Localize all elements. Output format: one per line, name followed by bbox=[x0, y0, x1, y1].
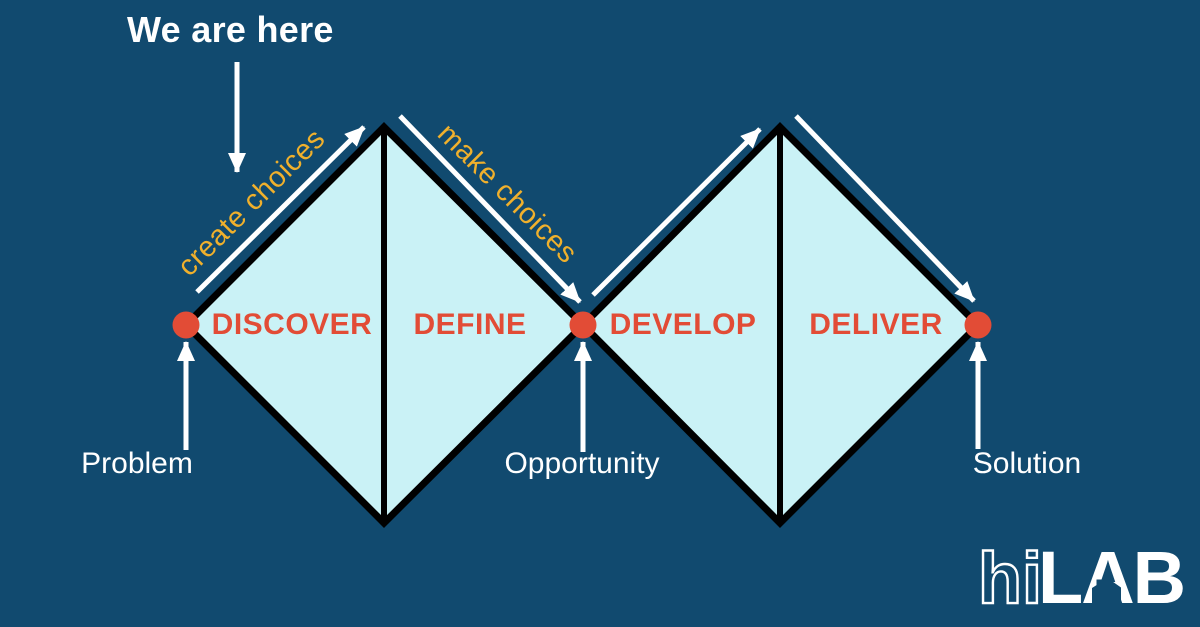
deliver-slope-arrow-icon bbox=[794, 114, 976, 303]
stage-discover-label: DISCOVER bbox=[211, 308, 373, 341]
opportunity-label: Opportunity bbox=[504, 447, 660, 480]
logo-lab-text: LAB bbox=[1038, 536, 1184, 619]
develop-slope-arrow-icon bbox=[591, 127, 762, 297]
problem-dot bbox=[172, 311, 200, 339]
hilab-logo: hi LAB bbox=[977, 536, 1186, 620]
create-choices-arrow-icon bbox=[195, 125, 366, 294]
logo-hi-text: hi bbox=[978, 539, 1042, 619]
logo-house-icon bbox=[1092, 578, 1121, 605]
stage-deliver-label: DELIVER bbox=[809, 308, 943, 341]
stage-define-label: DEFINE bbox=[413, 308, 527, 341]
solution-label: Solution bbox=[972, 447, 1082, 480]
make-choices-arrow-icon bbox=[398, 114, 582, 304]
stage-develop-label: DEVELOP bbox=[609, 308, 757, 341]
opportunity-dot bbox=[569, 311, 597, 339]
problem-label: Problem bbox=[81, 447, 193, 480]
solution-dot bbox=[964, 311, 992, 339]
we-are-here-label: We are here bbox=[127, 9, 334, 50]
